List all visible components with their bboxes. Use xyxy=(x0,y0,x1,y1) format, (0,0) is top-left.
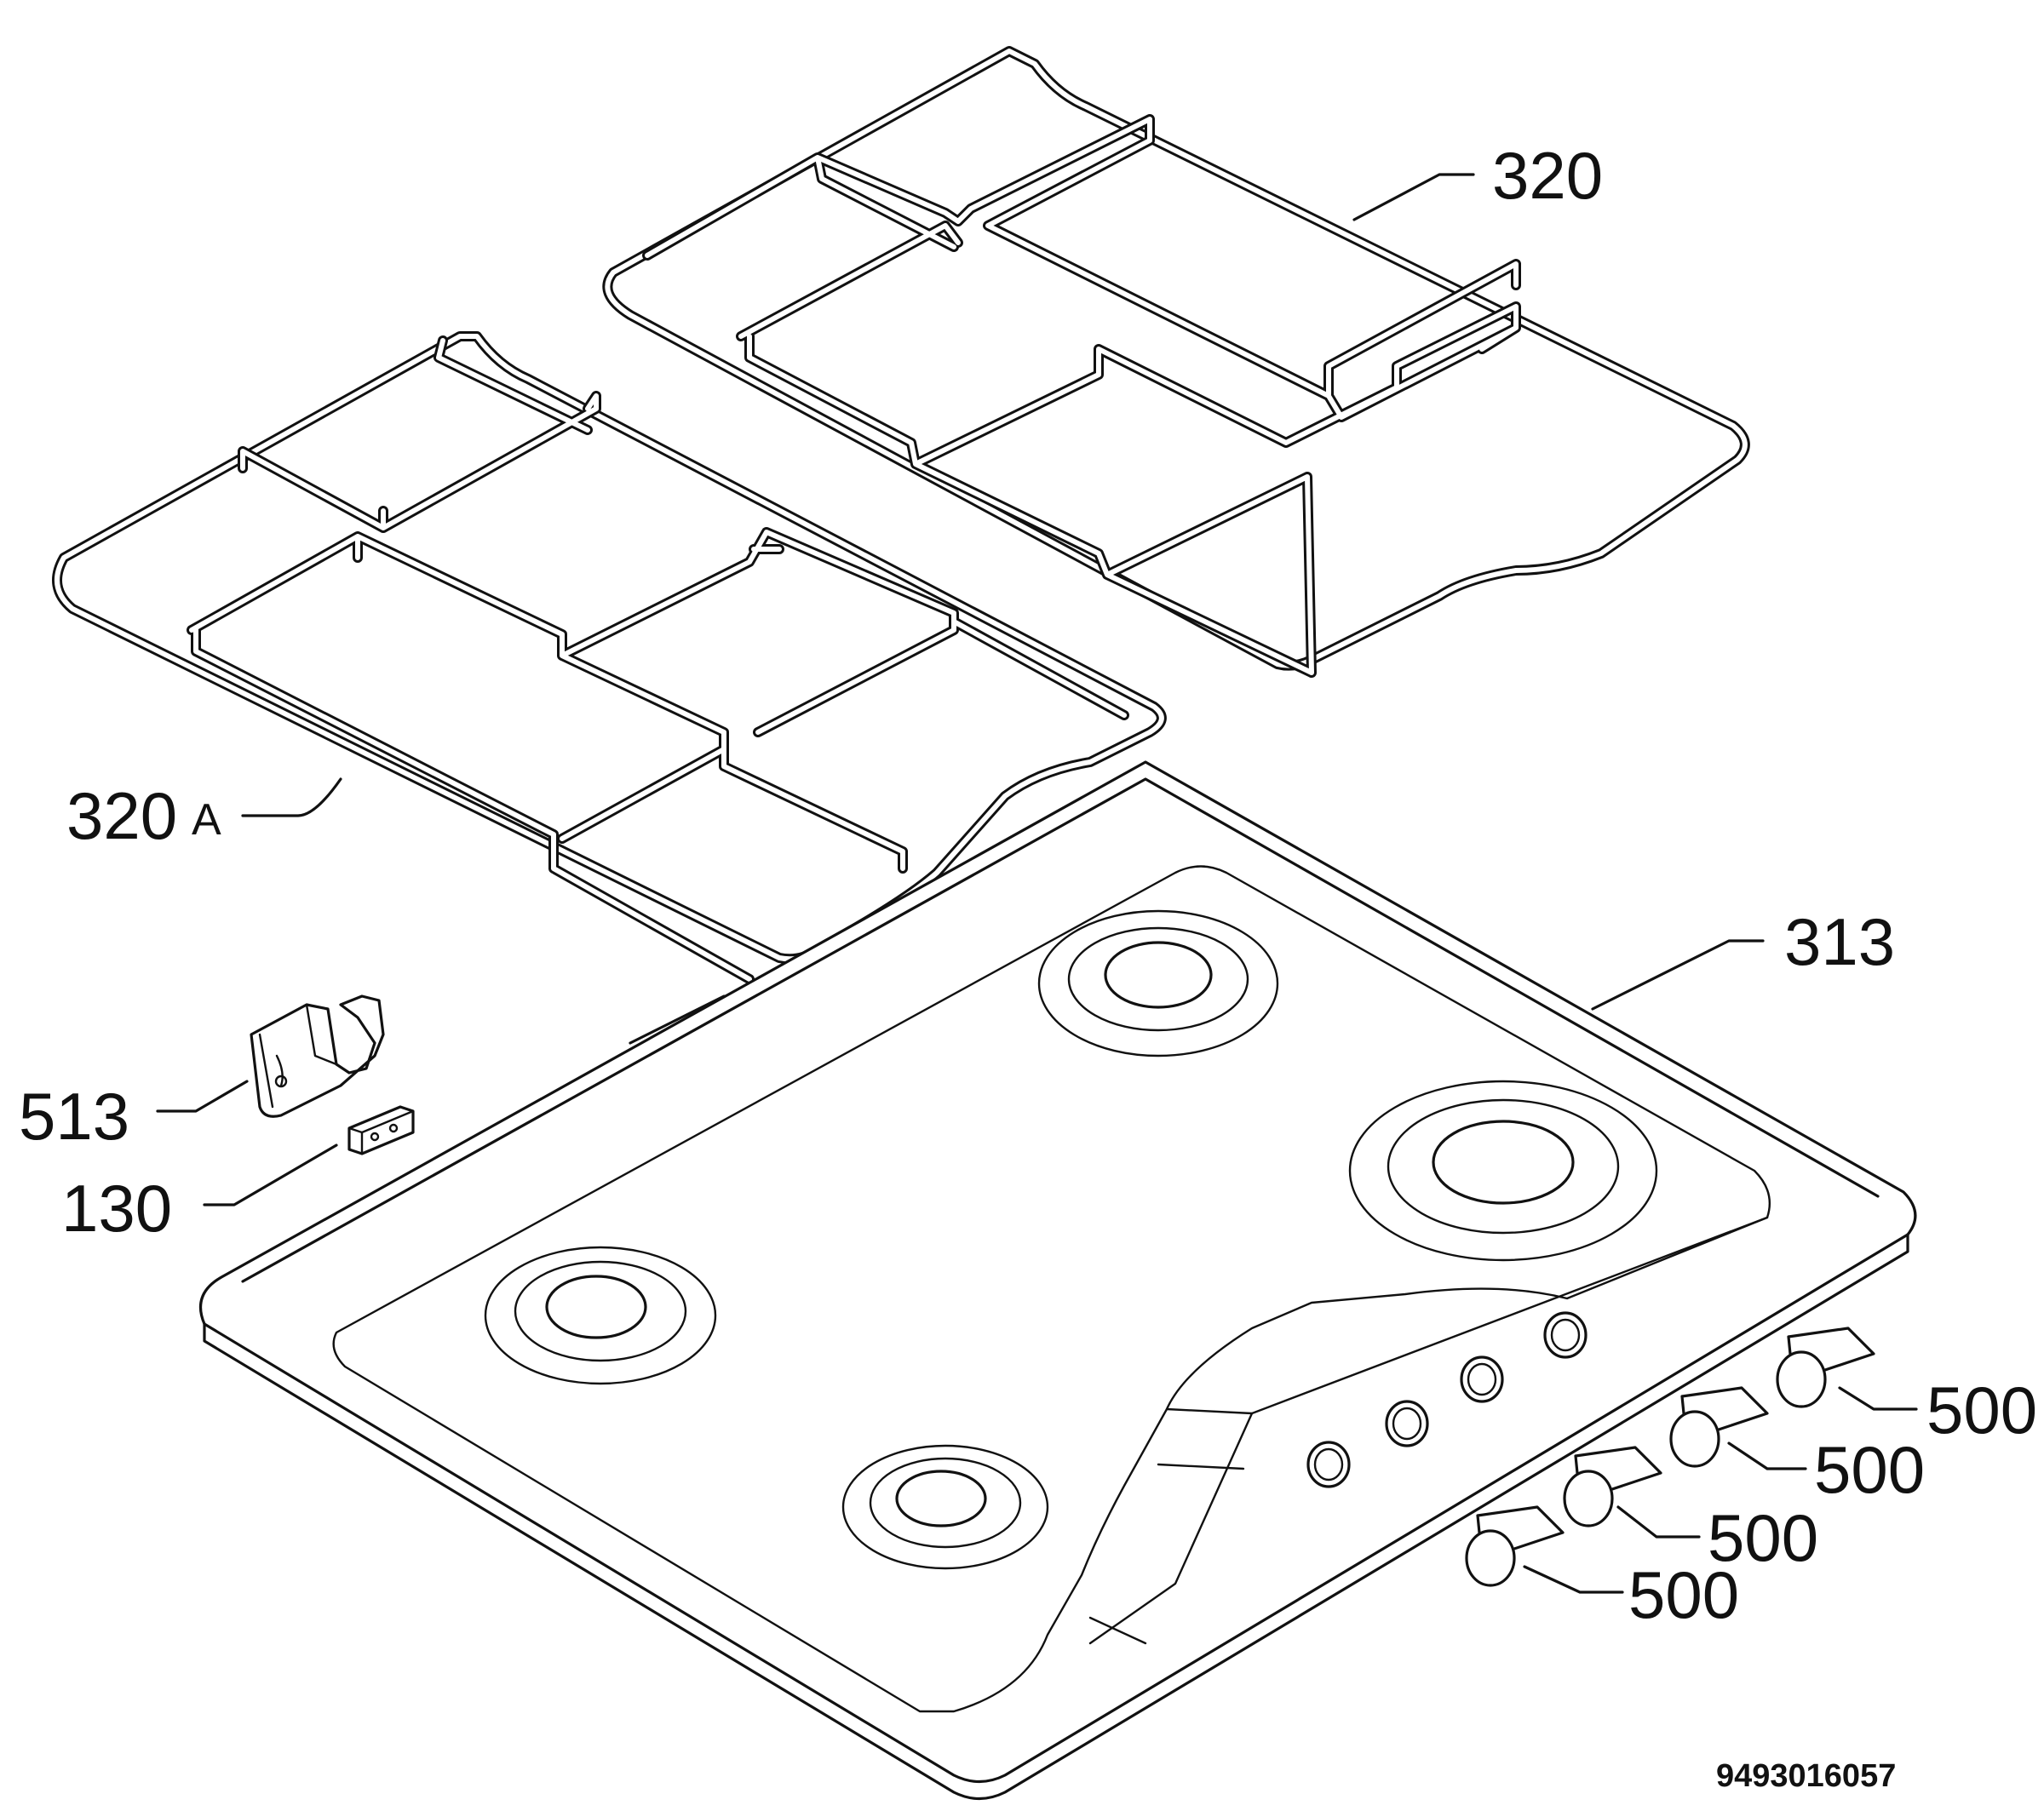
burner-rear-right xyxy=(1348,1080,1658,1262)
burner-rear-left xyxy=(1037,909,1279,1057)
label-513: 513 xyxy=(19,1079,129,1154)
burner-front-right xyxy=(841,1444,1049,1570)
leader-513 xyxy=(156,1080,249,1113)
knob-holes xyxy=(1306,1311,1588,1488)
leader-320 xyxy=(1352,173,1475,221)
control-knobs-500 xyxy=(1465,1327,1875,1587)
label-130: 130 xyxy=(61,1171,172,1246)
knob-4 xyxy=(1776,1327,1875,1408)
bracket-513 xyxy=(250,994,385,1118)
pan-support-grid-320 xyxy=(602,46,1750,678)
leader-130 xyxy=(203,1143,338,1206)
document-number: 9493016057 xyxy=(1716,1758,1896,1794)
label-500-2: 500 xyxy=(1814,1432,1925,1507)
leader-313 xyxy=(1591,939,1765,1011)
leader-500-3 xyxy=(1616,1505,1701,1539)
leader-500-1 xyxy=(1838,1386,1918,1411)
label-500-3: 500 xyxy=(1708,1500,1818,1575)
leader-320a xyxy=(241,777,342,817)
label-313: 313 xyxy=(1784,904,1895,979)
knob-3 xyxy=(1669,1386,1769,1468)
label-500-4: 500 xyxy=(1628,1557,1739,1632)
leader-lines xyxy=(156,173,1918,1594)
label-500-1: 500 xyxy=(1926,1373,2037,1447)
leader-500-2 xyxy=(1727,1441,1807,1470)
knob-1 xyxy=(1465,1505,1565,1587)
knob-2 xyxy=(1563,1446,1662,1527)
clip-130 xyxy=(347,1105,415,1155)
label-320: 320 xyxy=(1492,138,1603,213)
label-320a-suffix: A xyxy=(192,795,221,845)
pan-support-grid-320a xyxy=(52,331,1167,984)
label-320a-number: 320 xyxy=(66,778,177,853)
hob-top-plate-313 xyxy=(198,760,1917,1801)
burner-front-left xyxy=(484,1246,717,1385)
leader-500-4 xyxy=(1523,1565,1624,1594)
